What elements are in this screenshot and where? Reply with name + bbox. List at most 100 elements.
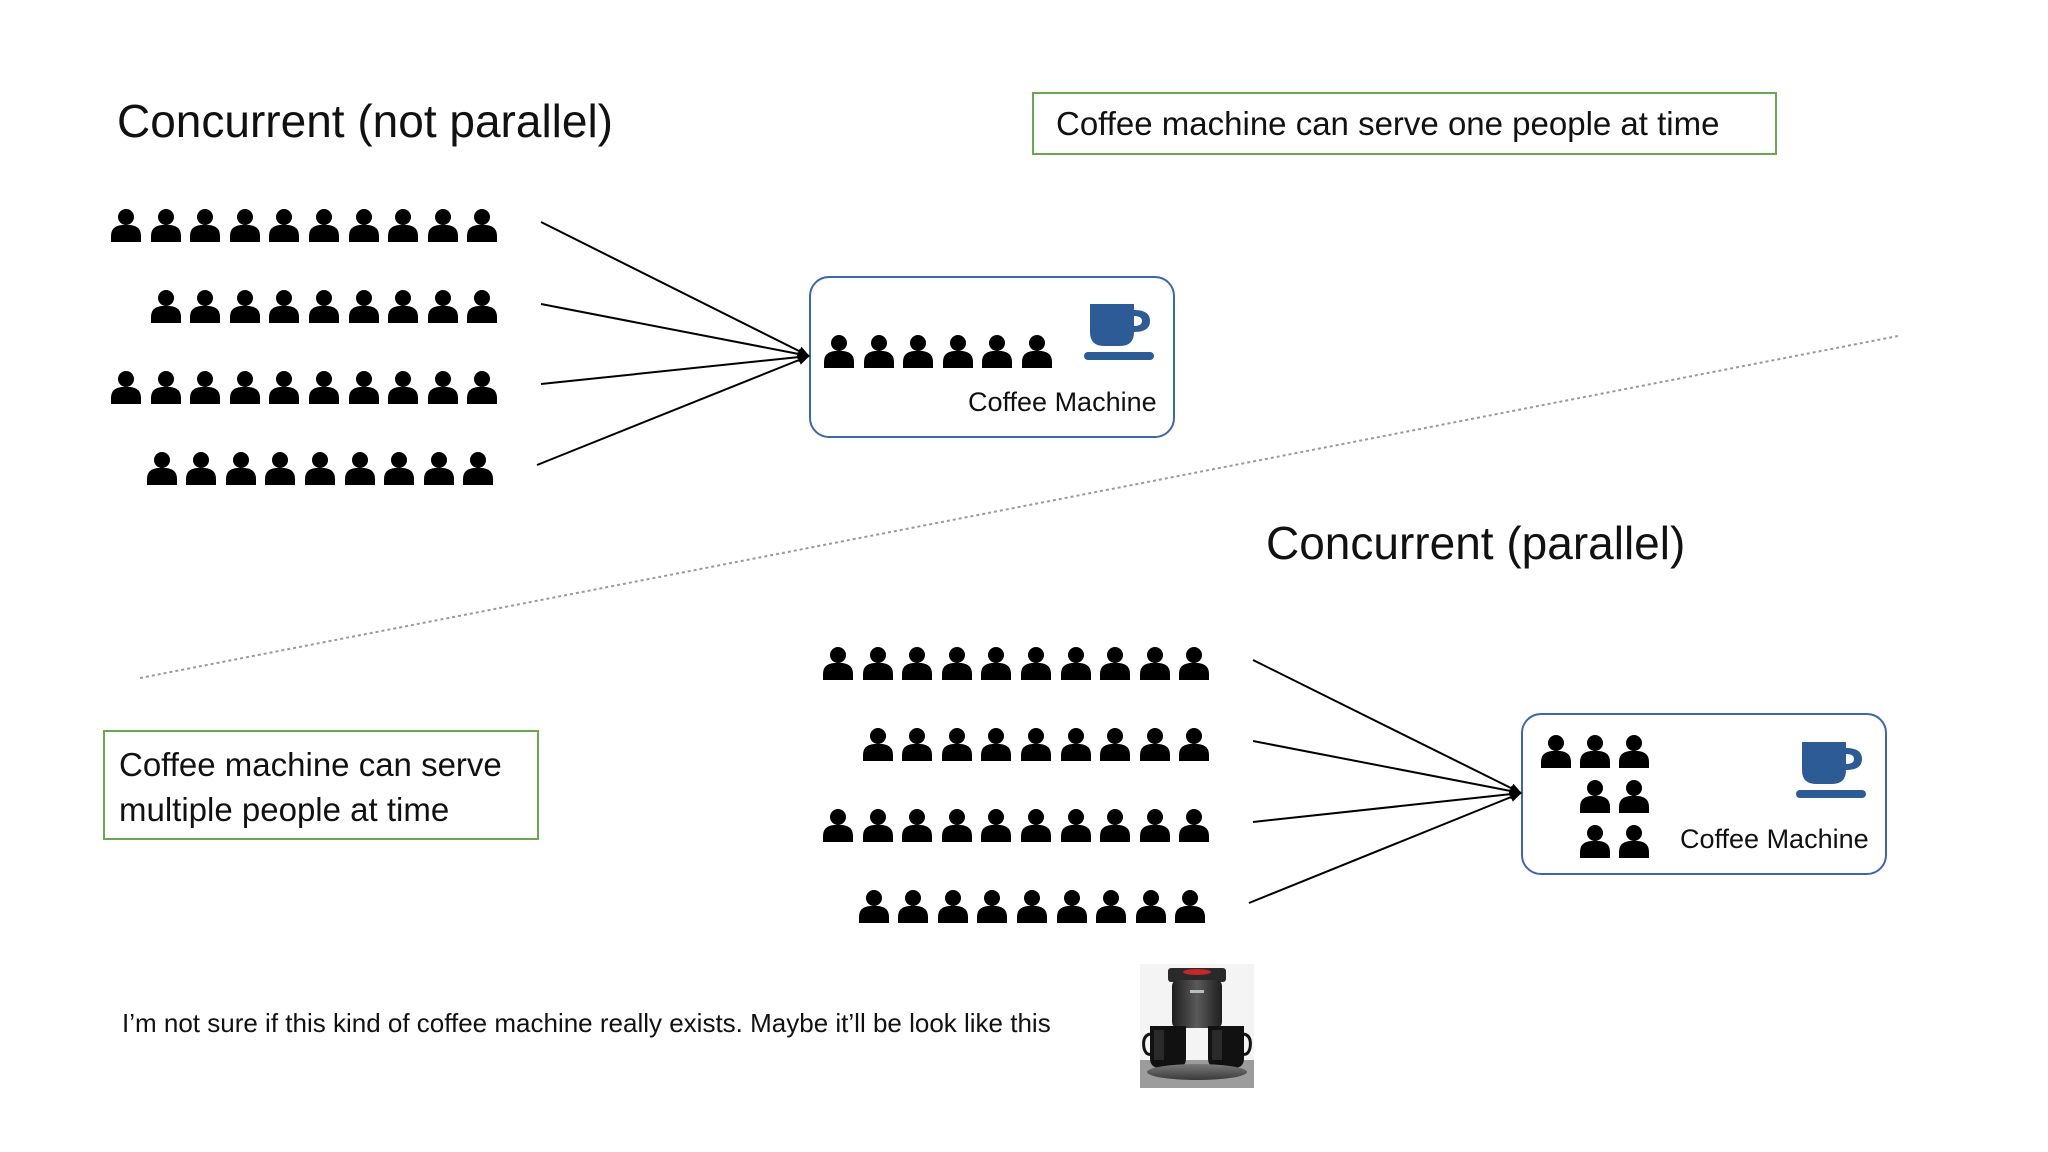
person-icon — [190, 290, 221, 323]
person-icon — [150, 290, 181, 323]
person-icon — [902, 647, 933, 680]
person-icon — [1139, 728, 1170, 761]
person-icon — [1100, 809, 1131, 842]
person-icon — [309, 290, 339, 323]
person-icon — [898, 890, 929, 923]
person-icon — [423, 452, 454, 485]
person-icon — [862, 728, 893, 761]
note-one-at-time: Coffee machine can serve one people at t… — [1032, 92, 1777, 155]
person-icon — [225, 452, 256, 485]
person-icon — [190, 209, 221, 242]
person-icon — [1060, 809, 1091, 842]
person-icon — [190, 371, 221, 404]
person-icon — [1619, 780, 1649, 813]
person-icon — [111, 371, 141, 404]
arrow — [540, 303, 810, 359]
arrow — [1252, 659, 1522, 794]
person-icon — [1060, 728, 1091, 761]
person-icon — [229, 209, 260, 242]
person-icon — [348, 371, 379, 404]
person-icon — [348, 290, 379, 323]
person-icon — [427, 371, 458, 404]
person-icon — [902, 809, 933, 842]
person-icon — [1021, 647, 1051, 680]
person-icon — [269, 371, 300, 404]
arrow — [1252, 740, 1522, 796]
person-icon — [862, 809, 893, 842]
title-not-parallel: Concurrent (not parallel) — [117, 95, 614, 147]
coffee-cup-icon — [1084, 304, 1154, 360]
person-icon — [467, 209, 498, 242]
person-icon — [1541, 735, 1571, 768]
person-icon — [388, 371, 419, 404]
person-icon — [903, 335, 934, 368]
person-icon — [981, 647, 1012, 680]
arrow — [540, 221, 810, 357]
person-icon — [942, 335, 973, 368]
arrow — [536, 355, 810, 466]
person-icon — [1619, 825, 1649, 858]
person-icon — [150, 371, 181, 404]
person-icon — [941, 647, 972, 680]
person-icon — [146, 452, 177, 485]
person-icon — [981, 728, 1012, 761]
person-icon — [1139, 647, 1170, 680]
person-icon — [229, 290, 260, 323]
person-icon — [111, 209, 141, 242]
person-icon — [1175, 890, 1206, 923]
person-icon — [1580, 735, 1610, 768]
person-icon — [1021, 809, 1051, 842]
person-icon — [1100, 647, 1131, 680]
arrow — [1248, 792, 1522, 904]
person-icon — [265, 452, 296, 485]
person-icon — [309, 209, 339, 242]
person-icon — [823, 809, 853, 842]
person-icon — [150, 209, 181, 242]
person-icon — [862, 647, 893, 680]
person-icon — [1135, 890, 1166, 923]
caption: I’m not sure if this kind of coffee mach… — [122, 1008, 1051, 1038]
person-icon — [981, 809, 1012, 842]
coffee-machine-photo — [1140, 964, 1254, 1088]
person-icon — [977, 890, 1008, 923]
person-icon — [348, 209, 379, 242]
person-icon — [467, 290, 498, 323]
person-icon — [427, 290, 458, 323]
person-icon — [824, 335, 854, 368]
arrow — [540, 352, 810, 385]
coffee-machine-label-top: Coffee Machine — [968, 387, 1157, 417]
person-icon — [982, 335, 1013, 368]
person-icon — [229, 371, 260, 404]
person-icon — [941, 728, 972, 761]
coffee-machine-label-bottom: Coffee Machine — [1680, 824, 1869, 854]
person-icon — [1100, 728, 1131, 761]
person-icon — [186, 452, 217, 485]
person-icon — [344, 452, 375, 485]
person-icon — [1179, 809, 1210, 842]
arrow — [1252, 789, 1522, 823]
person-icon — [1056, 890, 1087, 923]
person-icon — [902, 728, 933, 761]
person-icon — [467, 371, 498, 404]
person-icon — [823, 647, 853, 680]
person-icon — [1017, 890, 1047, 923]
person-icon — [1022, 335, 1052, 368]
person-icon — [384, 452, 415, 485]
divider-line — [139, 335, 1899, 679]
note-multiple-at-time: Coffee machine can serve multiple people… — [103, 730, 539, 840]
person-icon — [1179, 647, 1210, 680]
person-icon — [463, 452, 494, 485]
person-icon — [1179, 728, 1210, 761]
person-icon — [388, 209, 419, 242]
person-icon — [388, 290, 419, 323]
person-icon — [1619, 735, 1649, 768]
person-icon — [1580, 780, 1610, 813]
person-icon — [309, 371, 339, 404]
person-icon — [863, 335, 894, 368]
person-icon — [937, 890, 968, 923]
person-icon — [427, 209, 458, 242]
person-icon — [269, 290, 300, 323]
person-icon — [269, 209, 300, 242]
